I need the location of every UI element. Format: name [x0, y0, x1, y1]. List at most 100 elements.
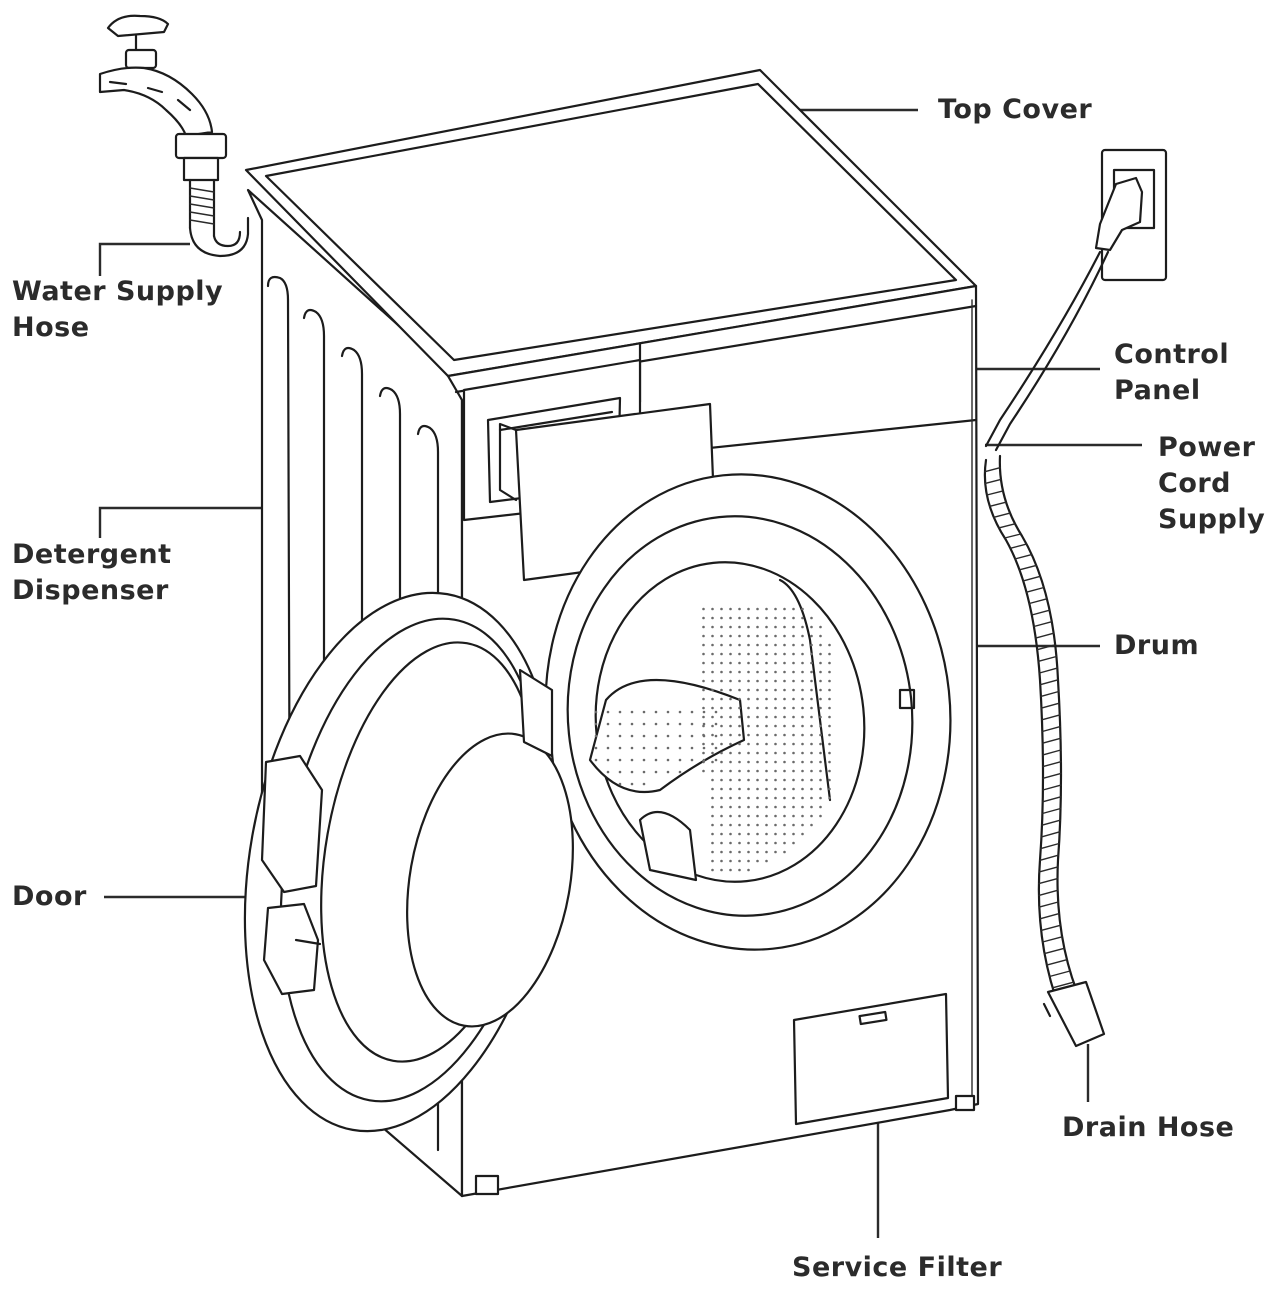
drum-hole: [756, 778, 759, 782]
drum-hole: [828, 643, 831, 647]
drum-hole: [828, 688, 831, 692]
drum-hole: [729, 742, 732, 746]
drum-hole: [738, 742, 741, 746]
drum-hole: [801, 634, 804, 638]
drum-hole: [783, 805, 786, 809]
drum-hole: [738, 841, 741, 845]
drum-hole: [711, 751, 714, 755]
drum-hole: [819, 625, 822, 629]
drum-hole: [642, 758, 646, 762]
drum-hole: [720, 796, 723, 800]
drum-hole: [747, 697, 750, 701]
drum-hole: [774, 724, 777, 728]
drum-hole: [678, 758, 682, 762]
drum-hole: [783, 796, 786, 800]
drum-hole: [756, 769, 759, 773]
drum-hole: [729, 661, 732, 665]
drum-hole: [720, 850, 723, 854]
drum-hole: [792, 742, 795, 746]
drum-hole: [792, 724, 795, 728]
drum-hole: [618, 746, 622, 750]
drum-hole: [801, 733, 804, 737]
drum-hole: [756, 760, 759, 764]
drum-hole: [819, 787, 822, 791]
drum-hole: [747, 625, 750, 629]
drum-hole: [729, 625, 732, 629]
drum-hole: [801, 778, 804, 782]
drum-hole: [711, 787, 714, 791]
drum-hole: [792, 670, 795, 674]
drum-hole: [792, 823, 795, 827]
drum-hole: [738, 724, 741, 728]
drum-hole: [783, 724, 786, 728]
drum-hole: [738, 859, 741, 863]
drum-hole: [774, 679, 777, 683]
drum-hole: [618, 770, 622, 774]
drum-hole: [765, 751, 768, 755]
drum-hole: [774, 688, 777, 692]
drum-hole: [774, 634, 777, 638]
drum-hole: [606, 710, 610, 714]
label-control-panel: Control Panel: [1114, 339, 1230, 406]
drum-hole: [756, 688, 759, 692]
drum-hole: [747, 832, 750, 836]
drum-hole: [720, 814, 723, 818]
drum-hole: [801, 742, 804, 746]
drum-hole: [711, 616, 714, 620]
drum-hole: [729, 706, 732, 710]
drum-hole: [819, 706, 822, 710]
drum-hole: [729, 841, 732, 845]
drum-hole: [738, 769, 741, 773]
drum-hole: [828, 724, 831, 728]
drum-hole: [801, 715, 804, 719]
drum-hole: [819, 715, 822, 719]
drum-hole: [714, 710, 718, 714]
drum-hole: [819, 769, 822, 773]
drum-hole: [792, 814, 795, 818]
drum-hole: [702, 661, 705, 665]
drum-hole: [765, 823, 768, 827]
drum-hole: [801, 760, 804, 764]
drum-hole: [747, 706, 750, 710]
drum-hole: [618, 782, 622, 786]
drum-hole: [792, 751, 795, 755]
drum-hole: [792, 841, 795, 845]
drum-hole: [810, 697, 813, 701]
drum-hole: [711, 634, 714, 638]
drum-hole: [792, 733, 795, 737]
label-water-supply-hose: Water Supply Hose: [12, 276, 224, 343]
label-power-cord-supply: Power Cord Supply: [1158, 432, 1266, 535]
drum-hole: [828, 778, 831, 782]
drum-hole: [810, 823, 813, 827]
drum-hole: [747, 688, 750, 692]
drum-hole: [720, 607, 723, 611]
drum-hole: [666, 710, 670, 714]
drum-hole: [810, 760, 813, 764]
drum-hole: [774, 823, 777, 827]
drum-hole: [774, 805, 777, 809]
drum-hole: [738, 868, 741, 872]
drum-hole: [828, 670, 831, 674]
drum-hole: [714, 734, 718, 738]
drum-hole: [720, 697, 723, 701]
drum-hole: [702, 715, 705, 719]
drum-hole: [738, 706, 741, 710]
drum-hole: [711, 715, 714, 719]
drum-hole: [711, 670, 714, 674]
drum-hole: [618, 722, 622, 726]
drum-hole: [747, 679, 750, 683]
drum-hole: [729, 760, 732, 764]
drum-hole: [711, 679, 714, 683]
drum-hole: [690, 710, 694, 714]
drum-hole: [801, 697, 804, 701]
drum-hole: [774, 841, 777, 845]
drum-hole: [729, 814, 732, 818]
drum-hole: [765, 805, 768, 809]
drum-hole: [783, 751, 786, 755]
drum-hole: [801, 814, 804, 818]
drum-hole: [747, 670, 750, 674]
drum-hole: [801, 625, 804, 629]
drum-hole: [729, 616, 732, 620]
drum-hole: [747, 643, 750, 647]
